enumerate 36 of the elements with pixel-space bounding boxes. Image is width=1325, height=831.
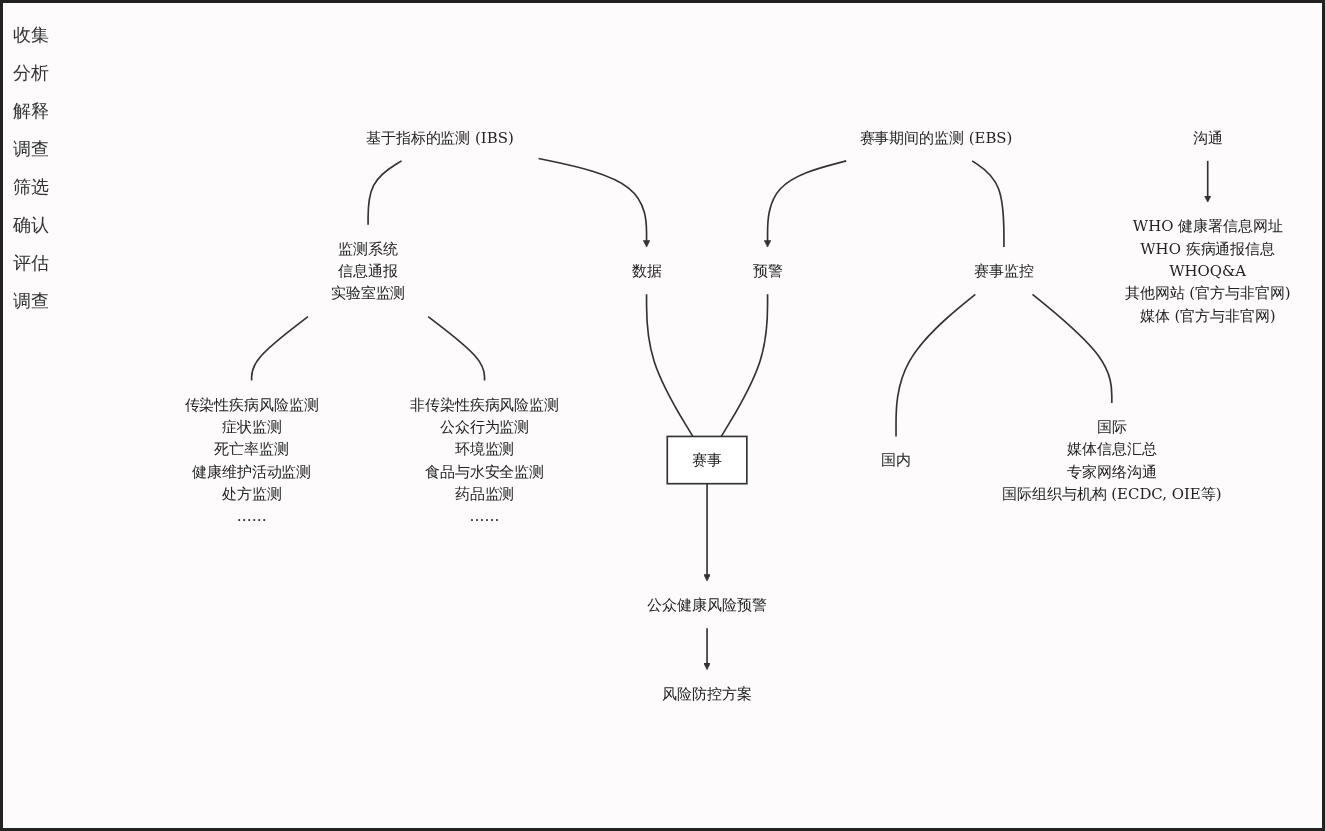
connector [1031, 293, 1113, 404]
node-text: 国际 媒体信息汇总 专家网络沟通 国际组织与机构 (ECDC, OIE等) [1002, 417, 1222, 503]
node-text: 风险防控方案 [662, 684, 752, 703]
node-text: 数据 [631, 262, 662, 280]
step-label: 调查 [13, 137, 50, 161]
node-text: 赛事监控 [974, 262, 1034, 280]
connector [895, 293, 977, 438]
arrow [1204, 160, 1212, 203]
node-text: 国内 [881, 451, 911, 469]
step-label: 评估 [13, 251, 50, 275]
step-label: 解释 [13, 99, 50, 123]
node-text: 预警 [752, 262, 783, 280]
arrow [763, 160, 848, 248]
connector [427, 316, 486, 382]
connector [250, 316, 309, 382]
step-label: 分析 [13, 61, 50, 85]
node-text: WHO 健康署信息网址 WHO 疾病通报信息 WHOQ&A 其他网站 (官方与非官网) 媒体 (官方与非官网) [1124, 217, 1291, 325]
arrow [703, 627, 711, 671]
connector [720, 293, 769, 438]
node-text: 传染性疾病风险监测 症状监测 死亡率监测 健康维护活动监测 处方监测 …… [184, 395, 319, 525]
step-label: 收集 [13, 23, 50, 47]
step-label: 调查 [13, 289, 50, 313]
node-text: 非传染性疾病风险监测 公众行为监测 环境监测 食品与水安全监测 药品监测 …… [409, 395, 560, 525]
node-text: 赛事期间的监测 (EBS) [859, 128, 1013, 147]
node-text: 公众健康风险预警 [647, 596, 767, 614]
connector [971, 160, 1005, 249]
arrow [703, 483, 711, 582]
step-label: 确认 [13, 213, 50, 237]
arrow [537, 157, 651, 248]
node-text: 沟通 [1192, 128, 1223, 147]
node-text: 监测系统 信息通报 实验室监测 [330, 239, 406, 302]
node-text: 基于指标的监测 (IBS) [365, 128, 514, 147]
step-label: 筛选 [13, 175, 50, 199]
connector [645, 293, 694, 438]
connector [367, 160, 403, 226]
node-box: 赛事 [666, 435, 748, 485]
